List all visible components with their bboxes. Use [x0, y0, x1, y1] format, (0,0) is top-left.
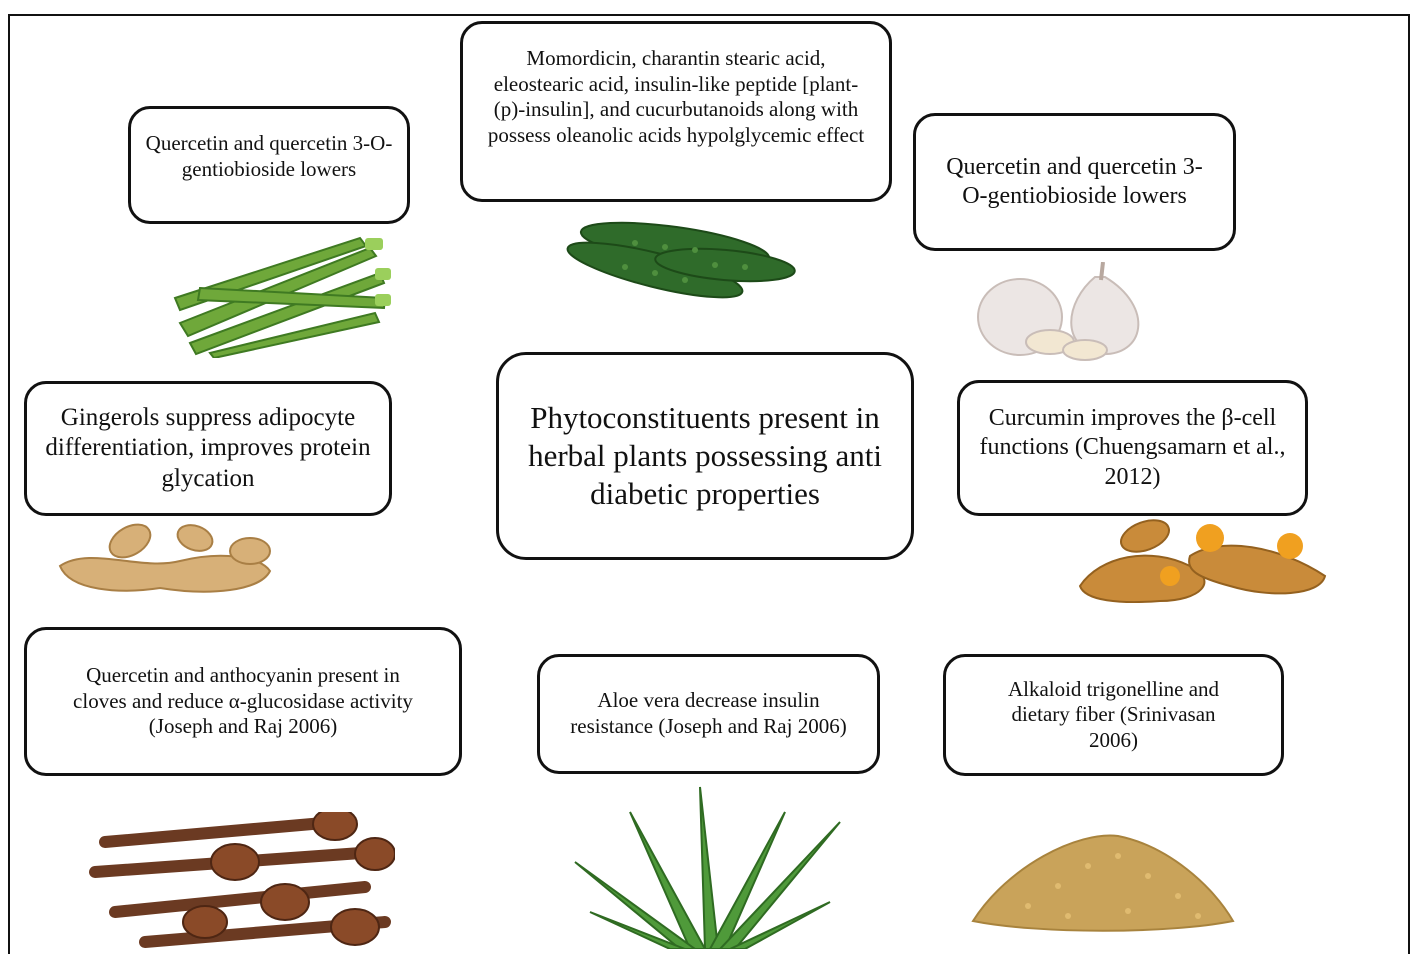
bitter-gourd-box: Momordicin, charantin stearic acid, eleo… — [460, 21, 892, 202]
fenugreek-text: Alkaloid trigonelline and dietary fiber … — [986, 677, 1241, 754]
turmeric-box: Curcumin improves the β-cell functions (… — [957, 380, 1308, 516]
okra-image — [170, 228, 400, 358]
cloves-text: Quercetin and anthocyanin present in clo… — [57, 663, 429, 740]
garlic-text: Quercetin and quercetin 3-O-gentiobiosid… — [946, 153, 1203, 212]
turmeric-text: Curcumin improves the β-cell functions (… — [974, 404, 1291, 492]
okra-box: Quercetin and quercetin 3-O-gentiobiosid… — [128, 106, 410, 224]
garlic-image — [975, 262, 1175, 362]
aloe-text: Aloe vera decrease insulin resistance (J… — [570, 688, 847, 739]
fenugreek-image — [968, 826, 1238, 936]
bitter-gourd-image — [555, 205, 805, 305]
center-title: Phytoconstituents present in herbal plan… — [527, 399, 883, 512]
turmeric-image — [1070, 516, 1335, 608]
ginger-text: Gingerols suppress adipocyte differentia… — [39, 403, 377, 495]
center-title-box: Phytoconstituents present in herbal plan… — [496, 352, 914, 560]
fenugreek-box: Alkaloid trigonelline and dietary fiber … — [943, 654, 1284, 776]
bitter-gourd-text: Momordicin, charantin stearic acid, eleo… — [485, 46, 867, 148]
cloves-box: Quercetin and anthocyanin present in clo… — [24, 627, 462, 776]
aloe-image — [570, 782, 845, 949]
okra-text: Quercetin and quercetin 3-O-gentiobiosid… — [143, 131, 395, 182]
ginger-box: Gingerols suppress adipocyte differentia… — [24, 381, 392, 516]
clove-image — [85, 812, 395, 949]
ginger-image — [50, 516, 280, 601]
aloe-box: Aloe vera decrease insulin resistance (J… — [537, 654, 880, 774]
garlic-box: Quercetin and quercetin 3-O-gentiobiosid… — [913, 113, 1236, 251]
